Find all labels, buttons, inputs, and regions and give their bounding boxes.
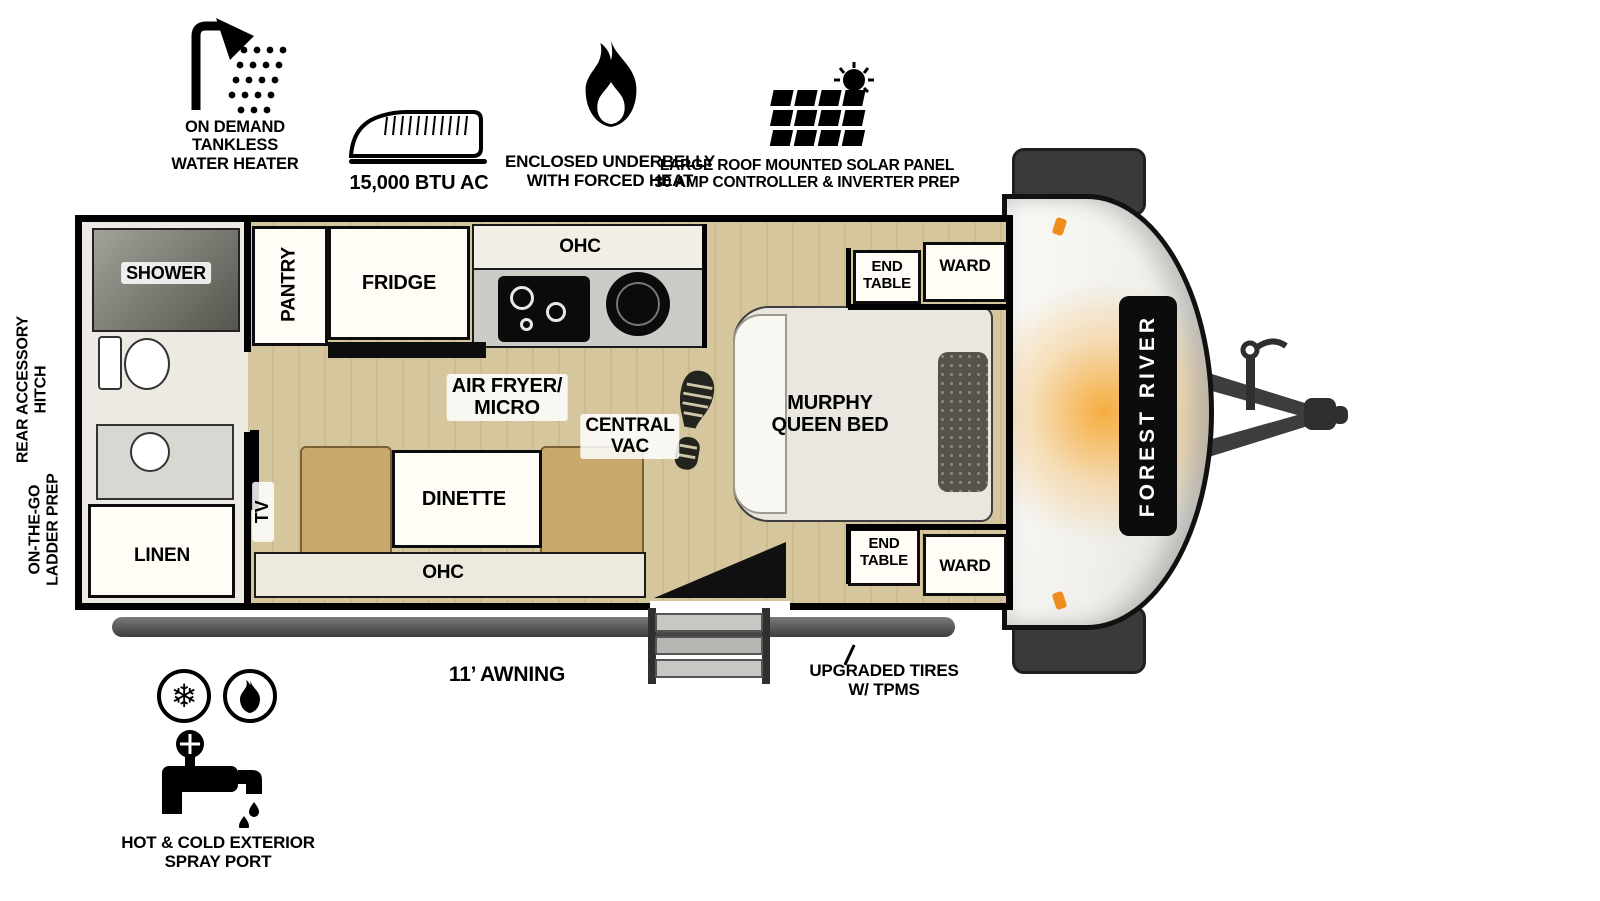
wardrobe-bottom-label: WARD	[939, 556, 991, 575]
dinette-table	[392, 450, 542, 548]
flame-icon	[568, 28, 654, 140]
dinette-bench-right	[540, 446, 644, 560]
svg-text:❄: ❄	[171, 677, 198, 715]
dinette-bench-left	[300, 446, 392, 560]
bath-wall-upper	[244, 222, 251, 352]
kitchen-sink	[606, 272, 670, 336]
bed-pillow	[938, 352, 988, 492]
wardrobe-top	[923, 242, 1007, 302]
linen-label: LINEN	[133, 545, 191, 566]
solar-panel-icon	[732, 60, 882, 152]
wardrobe-bottom	[923, 534, 1007, 596]
central-vac-label: CENTRAL VAC	[580, 414, 680, 459]
ac-unit-icon	[345, 100, 490, 170]
entry-steps	[648, 608, 770, 684]
toilet-tank	[98, 336, 122, 390]
spray-port-icon: ❄	[150, 668, 290, 828]
air-fryer-micro-label: AIR FRYER/ MICRO	[446, 374, 568, 421]
tv-label: TV	[252, 481, 274, 542]
wardrobe-top-label: WARD	[939, 256, 991, 275]
fridge	[328, 226, 470, 340]
brand-badge: FOREST RIVER	[1119, 296, 1177, 536]
fridge-vent	[328, 342, 486, 358]
awning-bar	[112, 617, 955, 637]
overhead-cabinet-bottom	[254, 552, 646, 598]
bedroom-wall-bottom-left	[846, 524, 851, 584]
bedroom-wall-top-left	[846, 248, 851, 308]
ac-label: 15,000 BTU AC	[349, 172, 489, 194]
shower-head-icon	[178, 14, 290, 114]
tires-label: UPGRADED TIRES W/ TPMS	[809, 661, 959, 700]
bath-sink	[130, 432, 170, 472]
spray-port-label: HOT & COLD EXTERIOR SPRAY PORT	[121, 833, 315, 872]
entry-door-opening	[650, 601, 790, 612]
cooktop	[498, 276, 590, 342]
kitchen-end-wall	[702, 224, 707, 348]
water-heater-label: ON DEMAND TANKLESS WATER HEATER	[171, 118, 299, 173]
pantry-cabinet	[252, 226, 328, 346]
bath-wall-lower	[244, 432, 251, 603]
murphy-bed-label: MURPHY QUEEN BED	[771, 392, 889, 437]
ladder-prep-label: ON-THE-GO LADDER PREP	[26, 473, 61, 586]
linen-cabinet	[88, 504, 235, 598]
underbelly-label: ENCLOSED UNDERBELLY WITH FORCED HEAT	[505, 152, 715, 191]
entry-door-swing	[652, 538, 788, 600]
end-table-bottom-label: END TABLE	[860, 535, 908, 569]
solar-label: LARGE ROOF MOUNTED SOLAR PANEL 30 AMP CO…	[654, 157, 960, 192]
toilet-bowl	[124, 338, 170, 390]
bedroom-wall-bottom	[848, 524, 1007, 530]
end-table-top-label: END TABLE	[863, 258, 911, 292]
front-cap	[1002, 194, 1214, 630]
fridge-label: FRIDGE	[361, 272, 437, 294]
awning-label: 11’ AWNING	[448, 663, 566, 686]
ohc-bottom-label: OHC	[422, 562, 464, 583]
murphy-bed-sofa-front	[733, 314, 787, 514]
brand-name: FOREST RIVER	[1136, 314, 1159, 518]
shower-label: SHOWER	[121, 262, 211, 285]
overhead-cabinet-top	[472, 224, 706, 270]
bedroom-wall-top	[848, 304, 1007, 310]
footprint-icon	[659, 363, 725, 480]
dinette-label: DINETTE	[421, 488, 507, 510]
ohc-top-label: OHC	[559, 236, 601, 257]
pantry-label: PANTRY	[278, 247, 300, 322]
tv-panel	[250, 430, 259, 510]
end-table-top	[853, 250, 921, 304]
